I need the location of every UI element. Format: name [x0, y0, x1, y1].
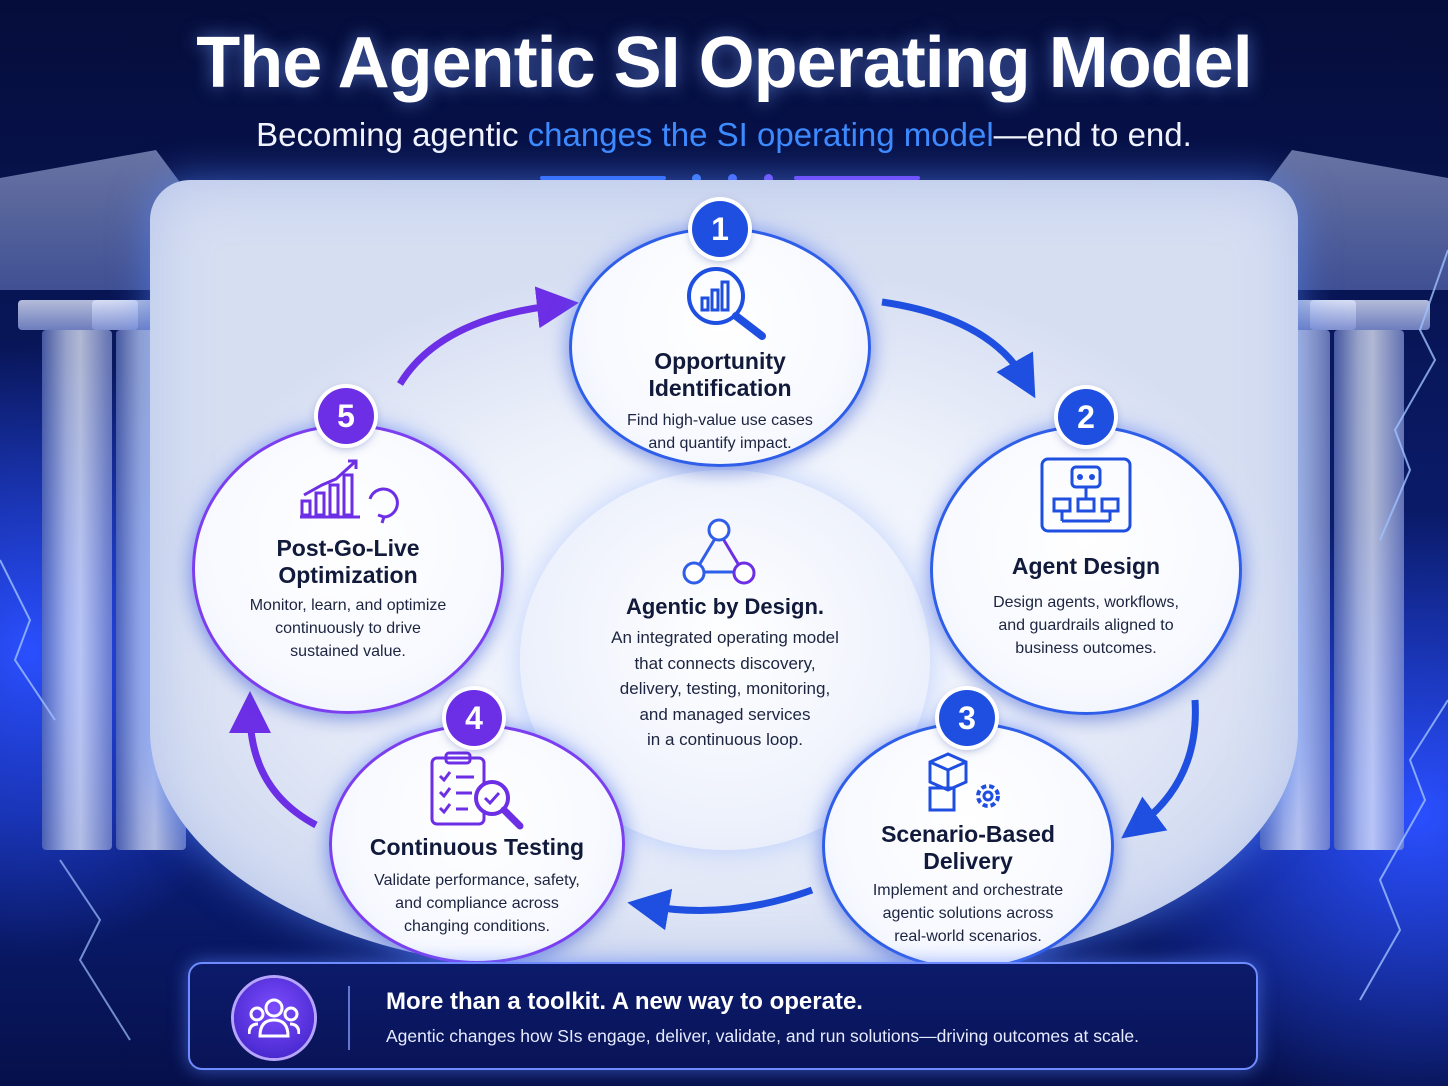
banner-description: Agentic changes how SIs engage, deliver,…: [386, 1026, 1139, 1046]
step-5-badge: 5: [318, 388, 374, 444]
page-subtitle: Becoming agentic changes the SI operatin…: [0, 116, 1448, 154]
arrow-4-to-5: [229, 691, 318, 829]
right-column-cap-2: [1310, 300, 1430, 330]
center-description: An integrated operating model that conne…: [560, 625, 890, 753]
step-5-circle: Post-Go-Live Optimization Monitor, learn…: [192, 424, 504, 714]
step-4-description: Validate performance, safety, and compli…: [332, 869, 622, 938]
step-3-title: Scenario-Based Delivery: [825, 821, 1111, 875]
divider-dot-2: [728, 174, 737, 183]
boxes-gear-icon: [928, 752, 1000, 812]
step-1-badge: 1: [692, 201, 748, 257]
step-title-line: Optimization: [278, 562, 418, 588]
step-title-line: Post-Go-Live: [276, 535, 420, 561]
step-3-badge: 3: [939, 690, 995, 746]
center-line: in a continuous loop.: [647, 730, 803, 749]
right-column-2: [1334, 330, 1404, 850]
growth-chart-cycle-icon: [300, 459, 399, 524]
banner-icon-circle: [234, 978, 314, 1058]
center-title: Agentic by Design.: [625, 594, 825, 619]
network-nodes-icon: [682, 518, 756, 585]
left-column-1: [42, 330, 112, 850]
step-3-circle: Scenario-Based Delivery Implement and or…: [822, 722, 1114, 970]
step-5-title: Post-Go-Live Optimization: [195, 535, 501, 589]
step-desc-line: Find high-value use cases: [627, 412, 813, 429]
step-desc-line: business outcomes.: [1015, 640, 1157, 657]
step-desc-line: and compliance across: [395, 895, 559, 912]
step-desc-line: and guardrails aligned to: [998, 617, 1174, 634]
subtitle-highlight: changes the SI operating model: [527, 116, 994, 153]
arrow-3-to-4: [627, 886, 814, 931]
step-desc-line: changing conditions.: [404, 918, 550, 935]
step-title-line: Agent Design: [1011, 553, 1161, 579]
subtitle-prefix: Becoming agentic: [256, 116, 528, 153]
step-title-line: Identification: [648, 375, 792, 401]
step-title-line: Scenario-Based: [881, 821, 1055, 847]
robot-blueprint-icon: [1040, 457, 1132, 533]
step-title-line: Opportunity: [654, 348, 786, 374]
step-2-description: Design agents, workflows, and guardrails…: [933, 591, 1239, 660]
step-title-line: Delivery: [923, 848, 1013, 874]
title-divider-left: [540, 176, 666, 180]
divider-dot-1: [692, 174, 701, 183]
step-desc-line: sustained value.: [290, 643, 406, 660]
center-line: delivery, testing, monitoring,: [619, 679, 831, 698]
bottom-banner: More than a toolkit. A new way to operat…: [188, 962, 1258, 1070]
arrow-2-to-3: [1121, 699, 1199, 839]
step-title-line: Continuous Testing: [369, 834, 585, 860]
step-4-badge: 4: [446, 690, 502, 746]
center-line: An integrated operating model: [611, 628, 839, 647]
magnifier-chart-icon: [687, 267, 766, 340]
checklist-magnifier-icon: [430, 751, 524, 830]
step-2-circle: Agent Design Design agents, workflows, a…: [930, 425, 1242, 715]
step-5-description: Monitor, learn, and optimize continuousl…: [195, 594, 501, 663]
divider-dot-3: [764, 174, 773, 183]
step-desc-line: Implement and orchestrate: [872, 882, 1064, 899]
arrow-1-to-2: [881, 298, 1036, 399]
step-4-title: Continuous Testing: [332, 834, 622, 861]
arrow-5-to-1: [397, 286, 579, 386]
step-desc-line: agentic solutions across: [882, 905, 1054, 922]
center-line: that connects discovery,: [634, 653, 816, 673]
people-group-icon: [248, 998, 300, 1038]
title-divider-right: [794, 176, 920, 180]
step-2-badge: 2: [1058, 389, 1114, 445]
step-desc-line: and quantify impact.: [648, 435, 792, 452]
step-1-title: Opportunity Identification: [572, 348, 868, 402]
page-title: The Agentic SI Operating Model: [196, 23, 1252, 103]
step-1-circle: Opportunity Identification Find high-val…: [569, 227, 871, 467]
step-1-description: Find high-value use cases and quantify i…: [572, 409, 868, 455]
step-desc-line: Design agents, workflows,: [993, 594, 1179, 611]
step-desc-line: Monitor, learn, and optimize: [249, 597, 447, 614]
subtitle-suffix: —end to end.: [993, 116, 1192, 153]
center-line: and managed services: [639, 704, 811, 724]
step-desc-line: Validate performance, safety,: [374, 872, 580, 889]
step-desc-line: continuously to drive: [275, 620, 421, 637]
step-desc-line: real-world scenarios.: [894, 928, 1042, 945]
step-3-description: Implement and orchestrate agentic soluti…: [825, 879, 1111, 948]
banner-title: More than a toolkit. A new way to operat…: [386, 988, 863, 1015]
banner-divider: [348, 986, 350, 1050]
step-2-title: Agent Design: [933, 553, 1239, 580]
